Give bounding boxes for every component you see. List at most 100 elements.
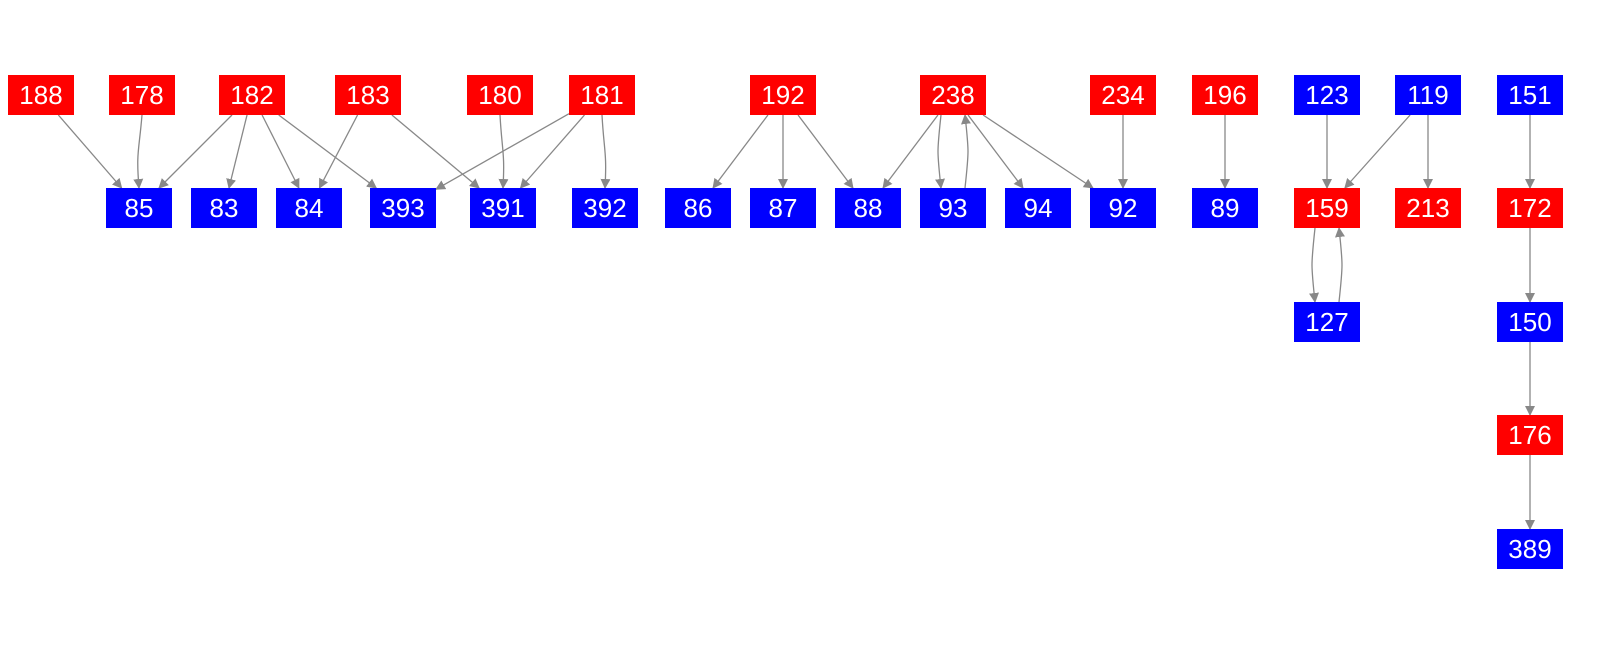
node-box [1395,188,1461,228]
edge-181-to-393 [435,113,570,190]
node-label: 391 [481,193,524,223]
node-183: 183 [335,75,401,115]
node-label: 178 [120,80,163,110]
node-88: 88 [835,188,901,228]
node-box [920,188,986,228]
node-box [750,188,816,228]
node-label: 92 [1109,193,1138,223]
node-box [8,75,74,115]
node-92: 92 [1090,188,1156,228]
node-86: 86 [665,188,731,228]
edge-93-to-238 [961,114,971,189]
node-box [572,188,638,228]
node-label: 159 [1305,193,1348,223]
node-box [470,188,536,228]
node-label: 150 [1508,307,1551,337]
node-391: 391 [470,188,536,228]
edge-182-to-84 [261,114,300,189]
node-box [1497,415,1563,455]
node-label: 86 [684,193,713,223]
node-box [1090,188,1156,228]
edge-159-to-127 [1309,227,1320,303]
node-label: 176 [1508,420,1551,450]
node-box [219,75,285,115]
node-label: 151 [1508,80,1551,110]
node-box [665,188,731,228]
node-box [1192,188,1258,228]
node-172: 172 [1497,188,1563,228]
node-label: 172 [1508,193,1551,223]
node-180: 180 [467,75,533,115]
node-label: 83 [210,193,239,223]
node-label: 127 [1305,307,1348,337]
node-238: 238 [920,75,986,115]
node-234: 234 [1090,75,1156,115]
node-label: 183 [346,80,389,110]
node-159: 159 [1294,188,1360,228]
edge-183-to-391 [391,114,480,189]
edge-238-to-92 [982,114,1094,189]
node-188: 188 [8,75,74,115]
node-box [1497,529,1563,569]
node-151: 151 [1497,75,1563,115]
node-178: 178 [109,75,175,115]
node-label: 389 [1508,534,1551,564]
node-box [276,188,342,228]
edge-181-to-392 [600,114,611,189]
node-label: 93 [939,193,968,223]
node-label: 87 [769,193,798,223]
node-label: 196 [1203,80,1246,110]
node-label: 84 [295,193,324,223]
node-label: 85 [125,193,154,223]
edge-183-to-84 [318,114,359,189]
node-box [1294,188,1360,228]
node-box [467,75,533,115]
node-label: 234 [1101,80,1144,110]
node-label: 181 [580,80,623,110]
node-label: 238 [931,80,974,110]
node-box [1497,75,1563,115]
node-182: 182 [219,75,285,115]
node-box [370,188,436,228]
node-box [1090,75,1156,115]
edge-127-to-159 [1334,227,1345,303]
edge-238-to-94 [967,114,1024,189]
node-label: 180 [478,80,521,110]
node-box [835,188,901,228]
node-label: 89 [1211,193,1240,223]
node-label: 94 [1024,193,1053,223]
edge-182-to-85 [158,114,233,189]
node-box [1005,188,1071,228]
edge-119-to-159 [1344,114,1411,189]
node-label: 182 [230,80,273,110]
node-box [1497,302,1563,342]
node-box [1192,75,1258,115]
node-box [569,75,635,115]
node-box [191,188,257,228]
edge-181-to-391 [519,114,585,189]
edge-188-to-85 [57,114,123,189]
node-150: 150 [1497,302,1563,342]
node-label: 392 [583,193,626,223]
edge-238-to-93 [935,114,945,189]
node-box [920,75,986,115]
node-label: 192 [761,80,804,110]
node-box [335,75,401,115]
node-93: 93 [920,188,986,228]
node-label: 119 [1407,80,1448,110]
node-389: 389 [1497,529,1563,569]
nodes-layer: 188 178 182 183 180 181 192 238 234 196 123 119 151 8… [8,75,1563,569]
edge-192-to-86 [712,114,769,189]
node-196: 196 [1192,75,1258,115]
node-119: 119 [1395,75,1461,115]
node-181: 181 [569,75,635,115]
edges-layer [57,113,1535,530]
node-box [1497,188,1563,228]
node-box [109,75,175,115]
node-label: 213 [1406,193,1449,223]
node-label: 188 [19,80,62,110]
node-392: 392 [572,188,638,228]
node-89: 89 [1192,188,1258,228]
node-123: 123 [1294,75,1360,115]
